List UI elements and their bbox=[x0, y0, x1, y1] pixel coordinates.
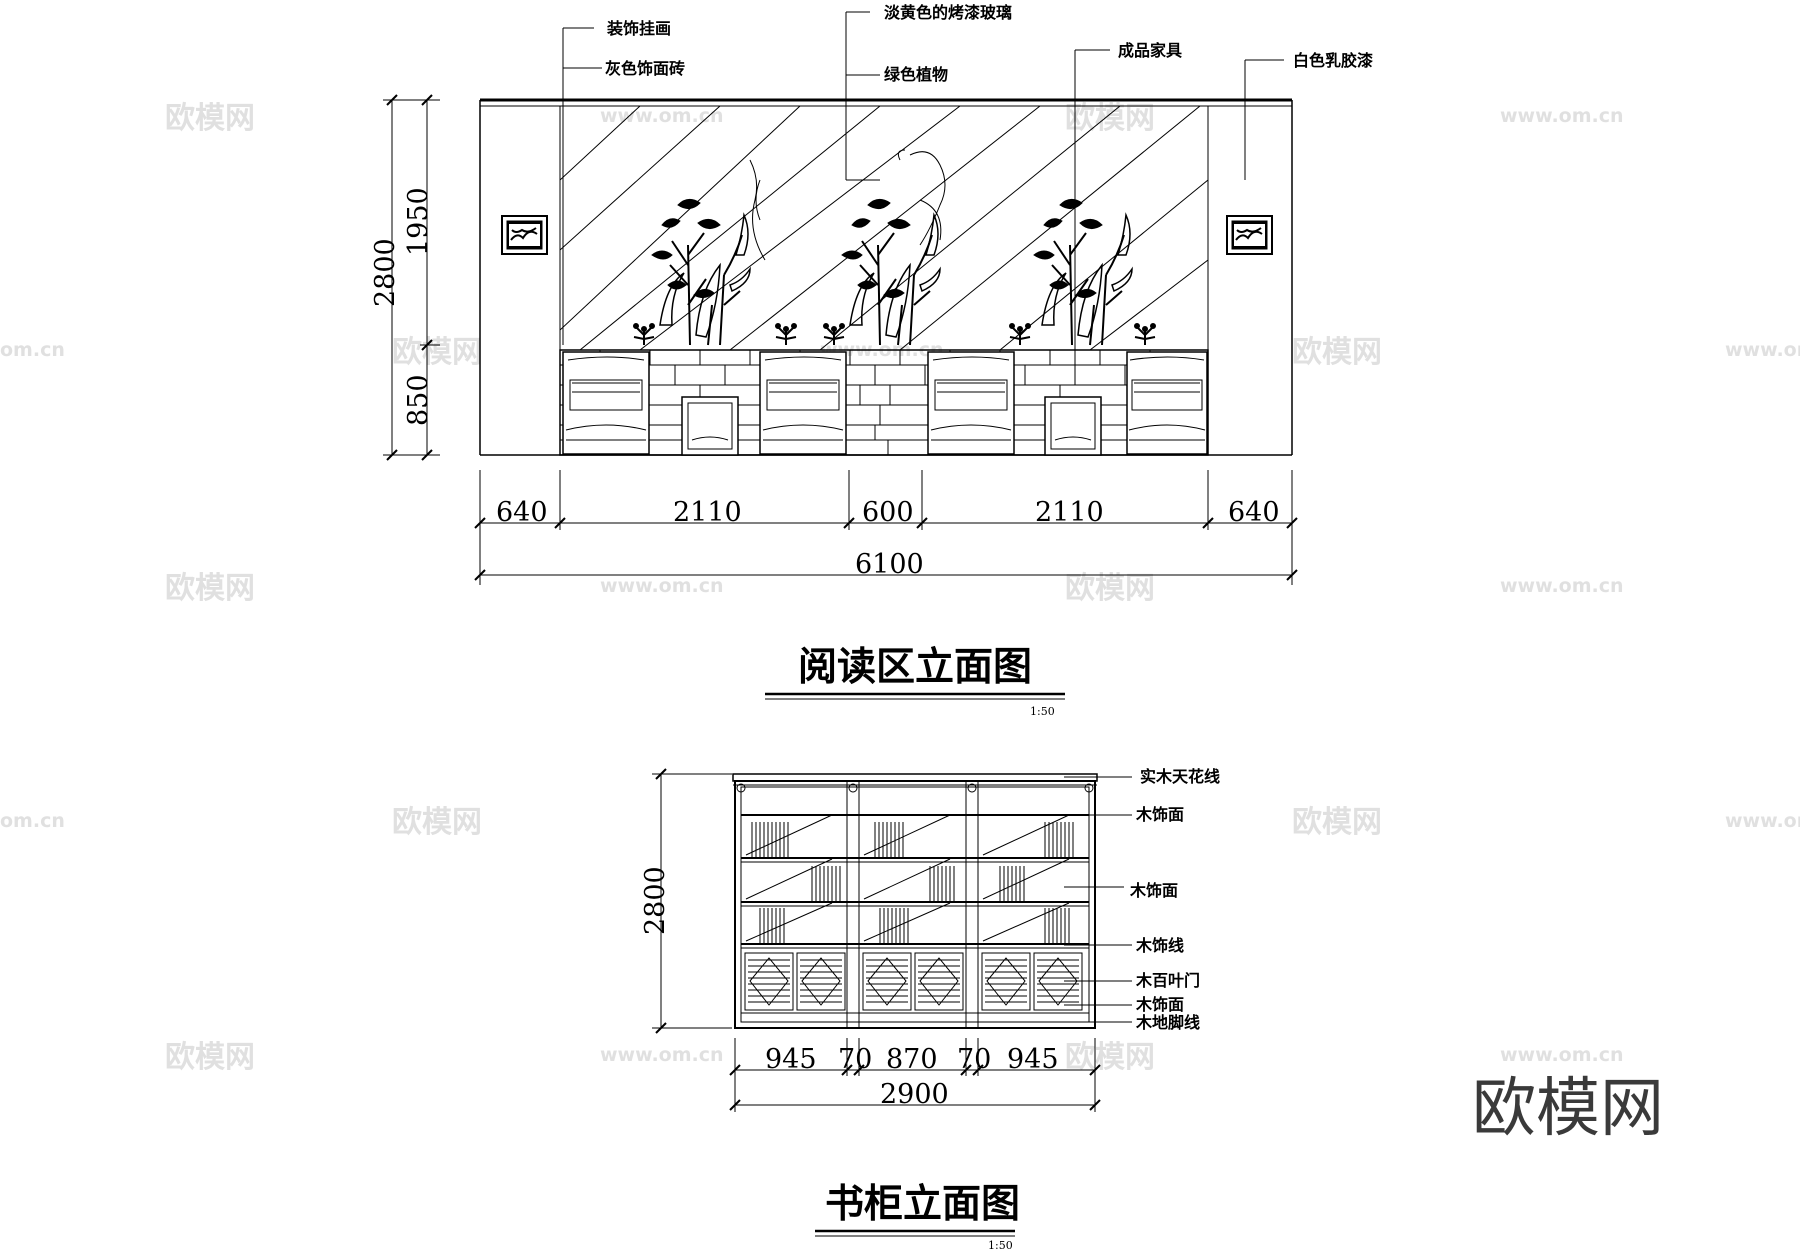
watermark-brand: 欧模网 bbox=[165, 101, 255, 136]
watermark-brand: 欧模网 bbox=[1292, 335, 1382, 370]
dim-width-segment: 640 bbox=[496, 497, 548, 528]
watermark-brand: 欧模网 bbox=[392, 335, 482, 370]
callout-baseboard: 木地脚线 bbox=[1135, 1013, 1200, 1032]
watermark-brand: 欧模网 bbox=[392, 805, 482, 840]
callout-furniture: 成品家具 bbox=[1118, 41, 1182, 60]
dim-bookcase-segment: 870 bbox=[886, 1044, 938, 1075]
callout-gray-tile: 灰色饰面砖 bbox=[605, 59, 685, 78]
watermark-brand: 欧模网 bbox=[1065, 1040, 1155, 1075]
callout-wood-trim: 木饰线 bbox=[1135, 936, 1184, 955]
watermark-url: www.om.cn bbox=[600, 575, 724, 597]
dim-bookcase-total: 2900 bbox=[880, 1079, 949, 1110]
watermark-brand: 欧模网 bbox=[165, 1040, 255, 1075]
callout-wood-veneer: 木饰面 bbox=[1135, 995, 1184, 1014]
watermark-url: om.cn bbox=[0, 339, 65, 361]
dim-height-total: 2800 bbox=[370, 238, 401, 307]
callout-white-paint: 白色乳胶漆 bbox=[1293, 51, 1373, 70]
drawing-scale: 1:50 bbox=[988, 1239, 1013, 1252]
callout-louvered-door: 木百叶门 bbox=[1135, 971, 1200, 990]
watermark-url: www.om.cn bbox=[1500, 575, 1624, 597]
dim-bookcase-segment: 70 bbox=[957, 1044, 991, 1075]
watermark-layer: 欧模网 www.om.cn 欧模网 www.om.cn om.cn 欧模网 ww… bbox=[0, 101, 1800, 1075]
dim-bookcase-segment: 70 bbox=[838, 1044, 872, 1075]
bookcase-elevation bbox=[652, 768, 1132, 1237]
callout-yellow-glass: 淡黄色的烤漆玻璃 bbox=[884, 3, 1012, 22]
dim-width-segment: 2110 bbox=[673, 497, 742, 528]
callout-wood-veneer: 木饰面 bbox=[1135, 805, 1184, 824]
dim-height-lower: 850 bbox=[403, 374, 434, 426]
watermark-url: www.om.cn bbox=[1500, 105, 1624, 127]
watermark-url: www.om.cn bbox=[1725, 810, 1800, 832]
watermark-brand: 欧模网 bbox=[165, 571, 255, 606]
dim-width-segment: 640 bbox=[1228, 497, 1280, 528]
dim-width-segment: 2110 bbox=[1035, 497, 1104, 528]
callout-green-plants: 绿色植物 bbox=[884, 65, 948, 84]
watermark-url: www.om.cn bbox=[1725, 339, 1800, 361]
dim-height-upper: 1950 bbox=[403, 187, 434, 256]
bookcase-labels: 实木天花线 木饰面 木饰面 木饰线 木百叶门 木饰面 木地脚线 2800 945… bbox=[640, 767, 1220, 1252]
watermark-brand: 欧模网 bbox=[1065, 101, 1155, 136]
dim-bookcase-segment: 945 bbox=[765, 1044, 817, 1075]
watermark-url: www.om.cn bbox=[600, 105, 724, 127]
callout-wood-veneer: 木饰面 bbox=[1129, 881, 1178, 900]
watermark-url: om.cn bbox=[0, 810, 65, 832]
drawing-scale: 1:50 bbox=[1030, 705, 1055, 718]
watermark-brand: 欧模网 bbox=[1065, 571, 1155, 606]
dim-bookcase-height: 2800 bbox=[640, 866, 671, 935]
reading-area-labels: 装饰挂画 灰色饰面砖 淡黄色的烤漆玻璃 绿色植物 成品家具 白色乳胶漆 2800… bbox=[370, 3, 1373, 718]
drawing-title: 阅读区立面图 bbox=[798, 645, 1032, 690]
brand-watermark-large: 欧模网 bbox=[1472, 1072, 1664, 1146]
watermark-url: www.om.cn bbox=[600, 1044, 724, 1066]
dim-width-segment: 600 bbox=[862, 497, 914, 528]
reading-area-elevation bbox=[383, 11, 1298, 700]
dim-bookcase-segment: 945 bbox=[1007, 1044, 1059, 1075]
drawing-title: 书柜立面图 bbox=[825, 1182, 1020, 1227]
dim-width-total: 6100 bbox=[855, 549, 924, 580]
callout-crown-moulding: 实木天花线 bbox=[1140, 767, 1220, 786]
watermark-brand: 欧模网 bbox=[1292, 805, 1382, 840]
callout-decorative-painting: 装饰挂画 bbox=[606, 19, 671, 38]
watermark-url: www.om.cn bbox=[1500, 1044, 1624, 1066]
